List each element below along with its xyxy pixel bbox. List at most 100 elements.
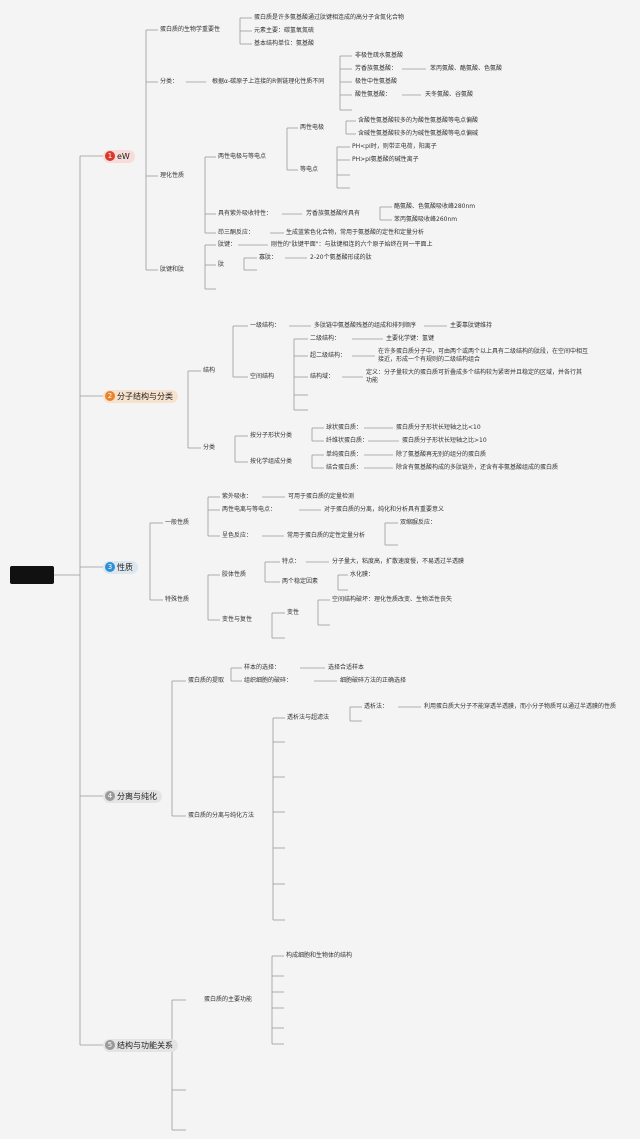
b1-uv-1[interactable]: 酪氨酸、色氨酸吸收峰280nm: [394, 203, 476, 210]
b3-denature[interactable]: 变性与复性: [222, 616, 253, 623]
b4-dialysis[interactable]: 透析法与超滤法: [287, 714, 330, 721]
b3-uv[interactable]: 紫外吸收：: [222, 493, 253, 500]
branch-1-number: 1: [105, 151, 115, 161]
b5-fn-1[interactable]: 构成细胞和生物体的结构: [286, 952, 353, 959]
b5-function[interactable]: 蛋白质的主要功能: [204, 996, 253, 1003]
b1-ampho-elec-1[interactable]: 含酸性氨基酸较多的为酸性氨基酸等电点偏酸: [358, 117, 479, 124]
b4-sample-desc[interactable]: 选择合适样本: [328, 664, 365, 671]
b4-cell[interactable]: 组织细胞的破碎：: [244, 677, 293, 684]
b1-imp-1[interactable]: 蛋白质是许多氨基酸通过肽键相连成的高分子含氮化合物: [254, 14, 405, 21]
b3-ampho-desc[interactable]: 对于蛋白质的分离，纯化和分析具有重要意义: [324, 506, 445, 513]
b3-colloid[interactable]: 胶体性质: [222, 571, 247, 578]
b1-pep-sub[interactable]: 寡肽：: [259, 254, 278, 261]
b3-feature[interactable]: 特点：: [282, 558, 301, 565]
b2-domain[interactable]: 结构域：: [310, 373, 335, 380]
b3-den-desc[interactable]: 空间结构破坏：理化性质改变、生物活性丧失: [332, 596, 453, 603]
branch-1-label: eW: [117, 152, 130, 161]
b1-uv-desc[interactable]: 芳香族氨基酸所具有: [306, 210, 361, 217]
b2-fibrous-desc[interactable]: 蛋白质分子形状长短轴之比>10: [402, 437, 487, 444]
branch-3-label: 性质: [117, 563, 133, 572]
b1-pi[interactable]: 等电点: [300, 166, 319, 173]
b1-aa-3[interactable]: 极性中性氨基酸: [355, 78, 398, 85]
b4-cell-desc[interactable]: 细胞破碎方法的正确选择: [340, 677, 407, 684]
b1-aa-2[interactable]: 芳香族氨基酸：: [355, 65, 398, 72]
b2-by-shape[interactable]: 按分子形状分类: [250, 432, 293, 439]
b4-dialysis-sub[interactable]: 透析法：: [364, 703, 389, 710]
b1-pi-2[interactable]: PH>pI氨基酸的碱性离子: [352, 156, 419, 163]
b2-supersecondary[interactable]: 超二级结构：: [310, 352, 347, 359]
branch-2-number: 2: [105, 391, 115, 401]
b1-classify-basis[interactable]: 根据α-碳原子上连接的R侧链理化性质不同: [212, 78, 325, 85]
branch-5-label: 结构与功能关系: [117, 1041, 173, 1050]
b2-conjugated[interactable]: 结合蛋白质：: [326, 464, 363, 471]
root-node[interactable]: [10, 566, 54, 584]
b1-classify[interactable]: 分类：: [160, 78, 179, 85]
b2-classify[interactable]: 分类: [203, 444, 216, 451]
branch-4-number: 4: [105, 791, 115, 801]
b1-pbond-desc[interactable]: 刚性的"肽键平面"：与肽键相连的六个原子始终在同一平面上: [271, 241, 433, 248]
b1-ninhydrin-desc[interactable]: 生成蓝紫色化合物，常用于氨基酸的定性和定量分析: [286, 229, 425, 236]
b3-special[interactable]: 特殊性质: [165, 596, 190, 603]
b2-supersecondary-desc[interactable]: 在许多蛋白质分子中，可由两个或两个以上具有二级结构的肽段，在空间中相互接近，形成…: [378, 348, 589, 363]
b1-aa-1[interactable]: 非极性疏水氨基酸: [355, 52, 404, 59]
b3-stable[interactable]: 两个稳定因素: [282, 578, 319, 585]
branch-5-number: 5: [105, 1040, 115, 1050]
b2-structure[interactable]: 结构: [203, 367, 216, 374]
b3-general[interactable]: 一般性质: [165, 519, 190, 526]
branch-4-label: 分离与纯化: [117, 792, 157, 801]
b4-separate[interactable]: 蛋白质的分离与纯化方法: [188, 812, 255, 819]
b1-aa-2-detail[interactable]: 苯丙氨酸、酪氨酸、色氨酸: [430, 65, 503, 72]
b3-feature-desc[interactable]: 分子量大，粘度高，扩散速度慢，不易透过半透膜: [332, 558, 465, 565]
b3-den[interactable]: 变性: [287, 609, 300, 616]
b2-fibrous[interactable]: 纤维状蛋白质：: [326, 437, 369, 444]
b1-ninhydrin[interactable]: 茚三酮反应：: [218, 229, 255, 236]
b2-primary-bond[interactable]: 主要靠肽键维持: [450, 322, 493, 329]
b2-primary-desc[interactable]: 多肽链中氨基酸残基的组成和排列顺序: [314, 322, 417, 329]
b3-hydration[interactable]: 水化膜：: [350, 571, 375, 578]
branch-3-number: 3: [105, 562, 115, 572]
b2-simple[interactable]: 单纯蛋白质：: [326, 451, 363, 458]
b1-physchem[interactable]: 理化性质: [160, 172, 185, 179]
b2-domain-desc[interactable]: 定义：分子量较大的蛋白质可折叠成多个结构较为紧密并且稳定的区域，并各行其功能: [366, 369, 583, 384]
b2-spatial[interactable]: 空间结构: [250, 373, 275, 380]
b1-pi-1[interactable]: PH<pI时，则带正电荷，阳离子: [352, 143, 437, 150]
b1-imp-2[interactable]: 元素主要：碳氢氧氮硫: [254, 27, 315, 34]
b1-ampho-elec[interactable]: 两性电极: [300, 124, 325, 131]
b3-biuret[interactable]: 双缩脲反应：: [400, 519, 437, 526]
b4-extract[interactable]: 蛋白质的提取: [188, 677, 225, 684]
b3-ampho[interactable]: 两性电离与等电点：: [222, 506, 277, 513]
b1-uv-2[interactable]: 苯丙氨酸吸收峰260nm: [394, 216, 458, 223]
b1-pbond[interactable]: 肽键：: [218, 241, 237, 248]
b2-primary[interactable]: 一级结构：: [250, 322, 281, 329]
b2-by-comp[interactable]: 按化学组成分类: [250, 458, 293, 465]
b1-ampho-elec-2[interactable]: 含碱性氨基酸较多的为碱性氨基酸等电点偏碱: [358, 130, 479, 137]
b3-uv-desc[interactable]: 可用于蛋白质的定量检测: [288, 493, 355, 500]
b2-conjugated-desc[interactable]: 除含有氨基酸构成的多肽链外，还含有非氨基酸组成的蛋白质: [396, 464, 559, 471]
b4-sample[interactable]: 样本的选择：: [244, 664, 281, 671]
b3-color[interactable]: 呈色反应：: [222, 532, 253, 539]
b1-ampho[interactable]: 两性电极与等电点: [218, 153, 267, 160]
b3-color-desc[interactable]: 常用于蛋白质的定性定量分析: [287, 532, 366, 539]
b1-pep[interactable]: 肽: [218, 261, 225, 268]
b2-globular-desc[interactable]: 蛋白质分子形状长短轴之比<10: [396, 424, 481, 431]
b2-simple-desc[interactable]: 除了氨基酸再无别的组分的蛋白质: [396, 451, 487, 458]
b4-dialysis-desc[interactable]: 利用蛋白质大分子不能穿透半透膜，而小分子物质可以通过半透膜的性质: [424, 703, 617, 710]
b1-imp-3[interactable]: 基本结构单位：氨基酸: [254, 40, 315, 47]
b1-pep-sub-desc[interactable]: 2-20个氨基酸形成的肽: [310, 254, 372, 261]
b2-secondary[interactable]: 二级结构：: [310, 335, 341, 342]
b1-aa-4[interactable]: 酸性氨基酸：: [355, 91, 392, 98]
b1-peptide[interactable]: 肽键和肽: [160, 266, 185, 273]
b1-uv[interactable]: 具有紫外吸收特性：: [218, 210, 273, 217]
b1-importance[interactable]: 蛋白质的生物学重要性: [160, 26, 221, 33]
b2-secondary-desc[interactable]: 主要化学键：氢键: [386, 335, 435, 342]
b2-globular[interactable]: 球状蛋白质：: [326, 424, 363, 431]
branch-2-label: 分子结构与分类: [117, 392, 173, 401]
b1-aa-4-detail[interactable]: 天冬氨酸、谷氨酸: [425, 91, 474, 98]
